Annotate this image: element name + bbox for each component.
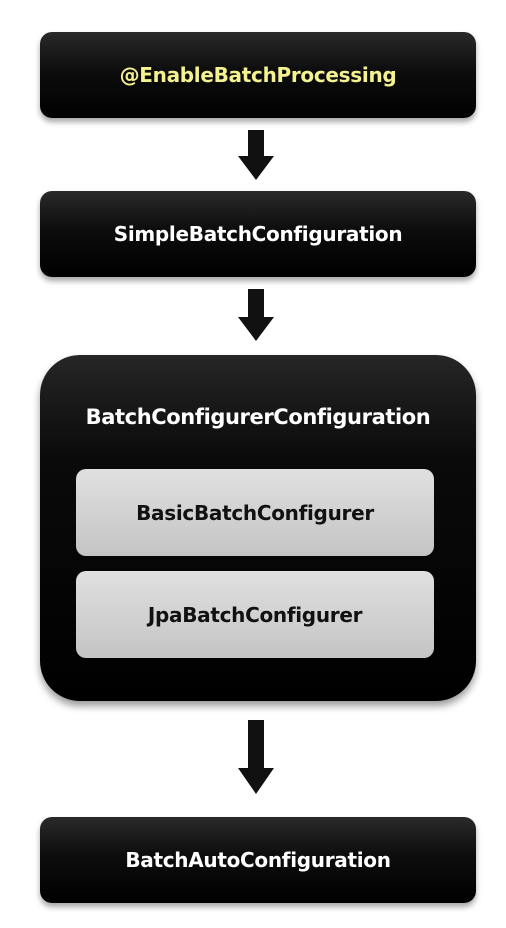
enable-batch-processing-box: @EnableBatchProcessing: [40, 32, 476, 118]
down-arrow-icon: [238, 289, 274, 341]
basic-batch-configurer-label: BasicBatchConfigurer: [136, 500, 374, 525]
down-arrow-icon: [238, 130, 274, 180]
simple-batch-configuration-box: SimpleBatchConfiguration: [40, 191, 476, 277]
enable-batch-processing-label: @EnableBatchProcessing: [119, 63, 397, 87]
down-arrow-icon: [238, 720, 274, 794]
basic-batch-configurer-box: BasicBatchConfigurer: [76, 469, 434, 556]
batch-configurer-configuration-group: BatchConfigurerConfiguration BasicBatchC…: [40, 355, 476, 701]
batch-auto-configuration-box: BatchAutoConfiguration: [40, 817, 476, 903]
batch-auto-configuration-label: BatchAutoConfiguration: [125, 848, 391, 872]
jpa-batch-configurer-box: JpaBatchConfigurer: [76, 571, 434, 658]
jpa-batch-configurer-label: JpaBatchConfigurer: [147, 602, 363, 627]
batch-configurer-configuration-label: BatchConfigurerConfiguration: [85, 405, 431, 429]
simple-batch-configuration-label: SimpleBatchConfiguration: [113, 222, 403, 246]
